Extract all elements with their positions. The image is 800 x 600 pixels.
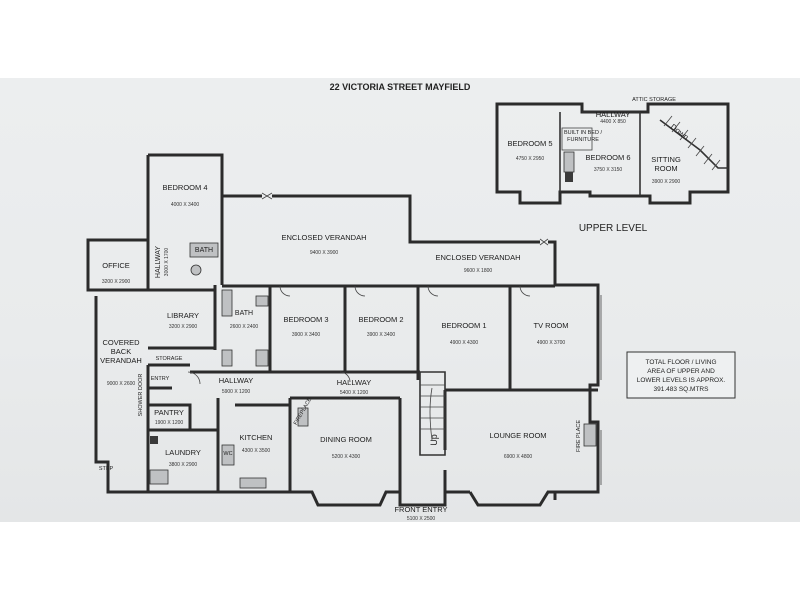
- side-hallway-label: HALLWAY: [155, 246, 162, 278]
- bedroom5-label: BEDROOM 5: [507, 139, 552, 148]
- covered-verandah-dims: 9000 X 2600: [107, 381, 136, 387]
- bedroom2-label: BEDROOM 2: [358, 315, 403, 324]
- kitchen-label: KITCHEN: [240, 433, 273, 442]
- dining-room-label: DINING ROOM: [320, 435, 372, 444]
- bath-center-label: BATH: [235, 310, 253, 317]
- tub-icon: [150, 436, 158, 444]
- window-marks: [261, 192, 549, 246]
- enclosed-verandah-2-label: ENCLOSED VERANDAH: [435, 253, 520, 262]
- front-entry-label: FRONT ENTRY: [394, 505, 447, 514]
- covered-verandah-label-2: BACK: [111, 347, 131, 356]
- hallway-1-label: HALLWAY: [219, 376, 253, 385]
- fireplace-left-icon: [297, 407, 309, 427]
- bath-center-dims: 2600 X 2400: [230, 324, 259, 330]
- tv-room-label: TV ROOM: [534, 321, 569, 330]
- hallway-2-label: HALLWAY: [337, 378, 371, 387]
- hallway-1-dims: 5900 X 1200: [222, 389, 251, 395]
- side-hallway-dims: 3000 X 1700: [164, 248, 170, 277]
- shower-icon: [255, 349, 269, 367]
- area-note-box: TOTAL FLOOR / LIVING AREA OF UPPER AND L…: [626, 351, 736, 399]
- area-note-line-4: 391.483 SQ.MTRS: [654, 386, 710, 393]
- built-in-bed-label-1: BUILT IN BED /: [564, 130, 602, 136]
- toilet-icon: [190, 264, 202, 276]
- area-note-line-3: LOWER LEVELS IS APPROX.: [637, 377, 726, 384]
- office-label: OFFICE: [102, 261, 130, 270]
- lounge-room-label: LOUNGE ROOM: [489, 431, 546, 440]
- plan-title: 22 VICTORIA STREET MAYFIELD: [330, 82, 471, 92]
- fireplace-right-icon: [583, 423, 597, 447]
- wc-label: WC: [223, 451, 232, 457]
- hallway-2-dims: 5400 X 1200: [340, 390, 369, 396]
- bedroom4-label: BEDROOM 4: [162, 183, 207, 192]
- office-dims: 3200 X 2900: [102, 279, 131, 285]
- storage-label: STORAGE: [156, 356, 183, 362]
- bedroom1-dims: 4900 X 4300: [450, 340, 479, 346]
- bedroom3-dims: 3900 X 3400: [292, 332, 321, 338]
- library-label: LIBRARY: [167, 311, 199, 320]
- ground-floor: Up: [86, 153, 602, 507]
- laundry-sink-icon: [149, 469, 169, 485]
- upper-level-label: UPPER LEVEL: [579, 223, 648, 234]
- stairs-down-icon: [663, 115, 721, 171]
- vanity-icon: [221, 289, 233, 317]
- bathtub-icon: [189, 242, 219, 258]
- shower-door-label: SHOWER DOOR: [138, 374, 144, 417]
- tv-room-dims: 4900 X 3700: [537, 340, 566, 346]
- dining-room-dims: 5200 X 4300: [332, 454, 361, 460]
- attic-storage-label: ATTIC STORAGE: [632, 97, 676, 103]
- area-note-line-1: TOTAL FLOOR / LIVING: [645, 359, 716, 366]
- bedroom6-dims: 3750 X 3150: [594, 167, 623, 173]
- covered-verandah-label-3: VERANDAH: [100, 356, 142, 365]
- sitting-room-dims: 3900 X 2900: [652, 179, 681, 185]
- wc-icon: [221, 349, 233, 367]
- built-in-bed-icon: [563, 151, 575, 173]
- kitchen-bench-icon: [239, 477, 267, 489]
- built-in-bed-label-2: FURNITURE: [567, 137, 599, 143]
- stairs-up-label: Up: [429, 434, 439, 446]
- bedroom2-dims: 3900 X 3400: [367, 332, 396, 338]
- pantry-dims: 1900 X 1200: [155, 420, 184, 426]
- bedroom3-label: BEDROOM 3: [283, 315, 328, 324]
- oven-icon: [221, 444, 235, 466]
- area-note-line-2: AREA OF UPPER AND: [647, 368, 715, 375]
- bedroom1-label: BEDROOM 1: [441, 321, 486, 330]
- lounge-room-dims: 6900 X 4800: [504, 454, 533, 460]
- sitting-room-label-2: ROOM: [654, 164, 677, 173]
- stairs-down-label: Down: [669, 122, 691, 142]
- basin-icon: [255, 295, 269, 307]
- enclosed-verandah-2-dims: 9600 X 1800: [464, 268, 493, 274]
- pantry-label: PANTRY: [154, 408, 184, 417]
- fireplace-right-label: FIRE PLACE: [576, 420, 582, 452]
- room-labels: BEDROOM 4 4000 X 3400 ENCLOSED VERANDAH …: [99, 183, 582, 522]
- stairs-up-icon: [419, 371, 446, 456]
- bedroom6-label: BEDROOM 6: [585, 153, 630, 162]
- library-dims: 3200 X 2900: [169, 324, 198, 330]
- covered-verandah-label-1: COVERED: [102, 338, 140, 347]
- laundry-label: LAUNDRY: [165, 448, 201, 457]
- upper-level: Down ATTIC STORAGE HALLWAY 4400 X 850 BE…: [495, 97, 730, 205]
- kitchen-dims: 4300 X 3500: [242, 448, 271, 454]
- bath-upper-label: BATH: [195, 247, 213, 254]
- step-label: STEP: [99, 466, 114, 472]
- enclosed-verandah-1-label: ENCLOSED VERANDAH: [281, 233, 366, 242]
- laundry-dims: 3800 X 2900: [169, 462, 198, 468]
- sitting-room-label-1: SITTING: [651, 155, 681, 164]
- front-entry-dims: 5100 X 2500: [407, 516, 436, 522]
- entry-label: ENTRY: [151, 376, 170, 382]
- bedroom4-dims: 4000 X 3400: [171, 202, 200, 208]
- bedroom5-dims: 4750 X 2950: [516, 156, 545, 162]
- enclosed-verandah-1-dims: 9400 X 3900: [310, 250, 339, 256]
- upper-hallway-label: HALLWAY: [596, 110, 630, 119]
- upper-hallway-dims: 4400 X 850: [600, 119, 626, 125]
